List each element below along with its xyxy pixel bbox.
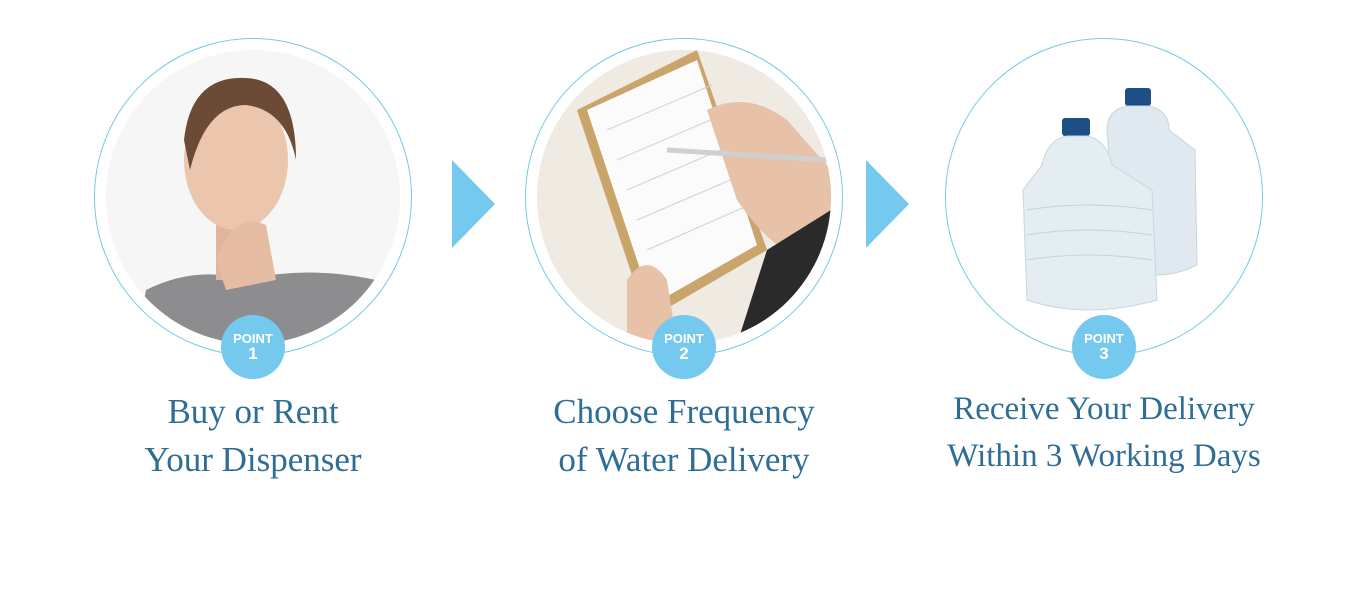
badge-label: POINT: [233, 331, 273, 346]
title-line: Receive Your Delivery: [953, 391, 1255, 427]
water-bottles-image: [957, 50, 1251, 344]
badge-number: 1: [248, 344, 258, 363]
title-line: Choose Frequency: [553, 392, 815, 431]
title-line: Your Dispenser: [144, 440, 362, 479]
title-line: of Water Delivery: [558, 440, 810, 479]
badge-number: 2: [679, 344, 689, 363]
woman-thinking-image: [106, 50, 400, 344]
arrow-right-icon: [866, 160, 909, 248]
step-title: Choose Frequency of Water Delivery: [465, 388, 903, 484]
arrow-right-icon: [452, 160, 495, 248]
planner-writing-image: [537, 50, 831, 344]
badge-number: 3: [1099, 344, 1109, 363]
title-line: Buy or Rent: [167, 392, 339, 431]
badge-label: POINT: [664, 331, 704, 346]
title-line: Within 3 Working Days: [947, 438, 1261, 474]
badge-label: POINT: [1084, 331, 1124, 346]
